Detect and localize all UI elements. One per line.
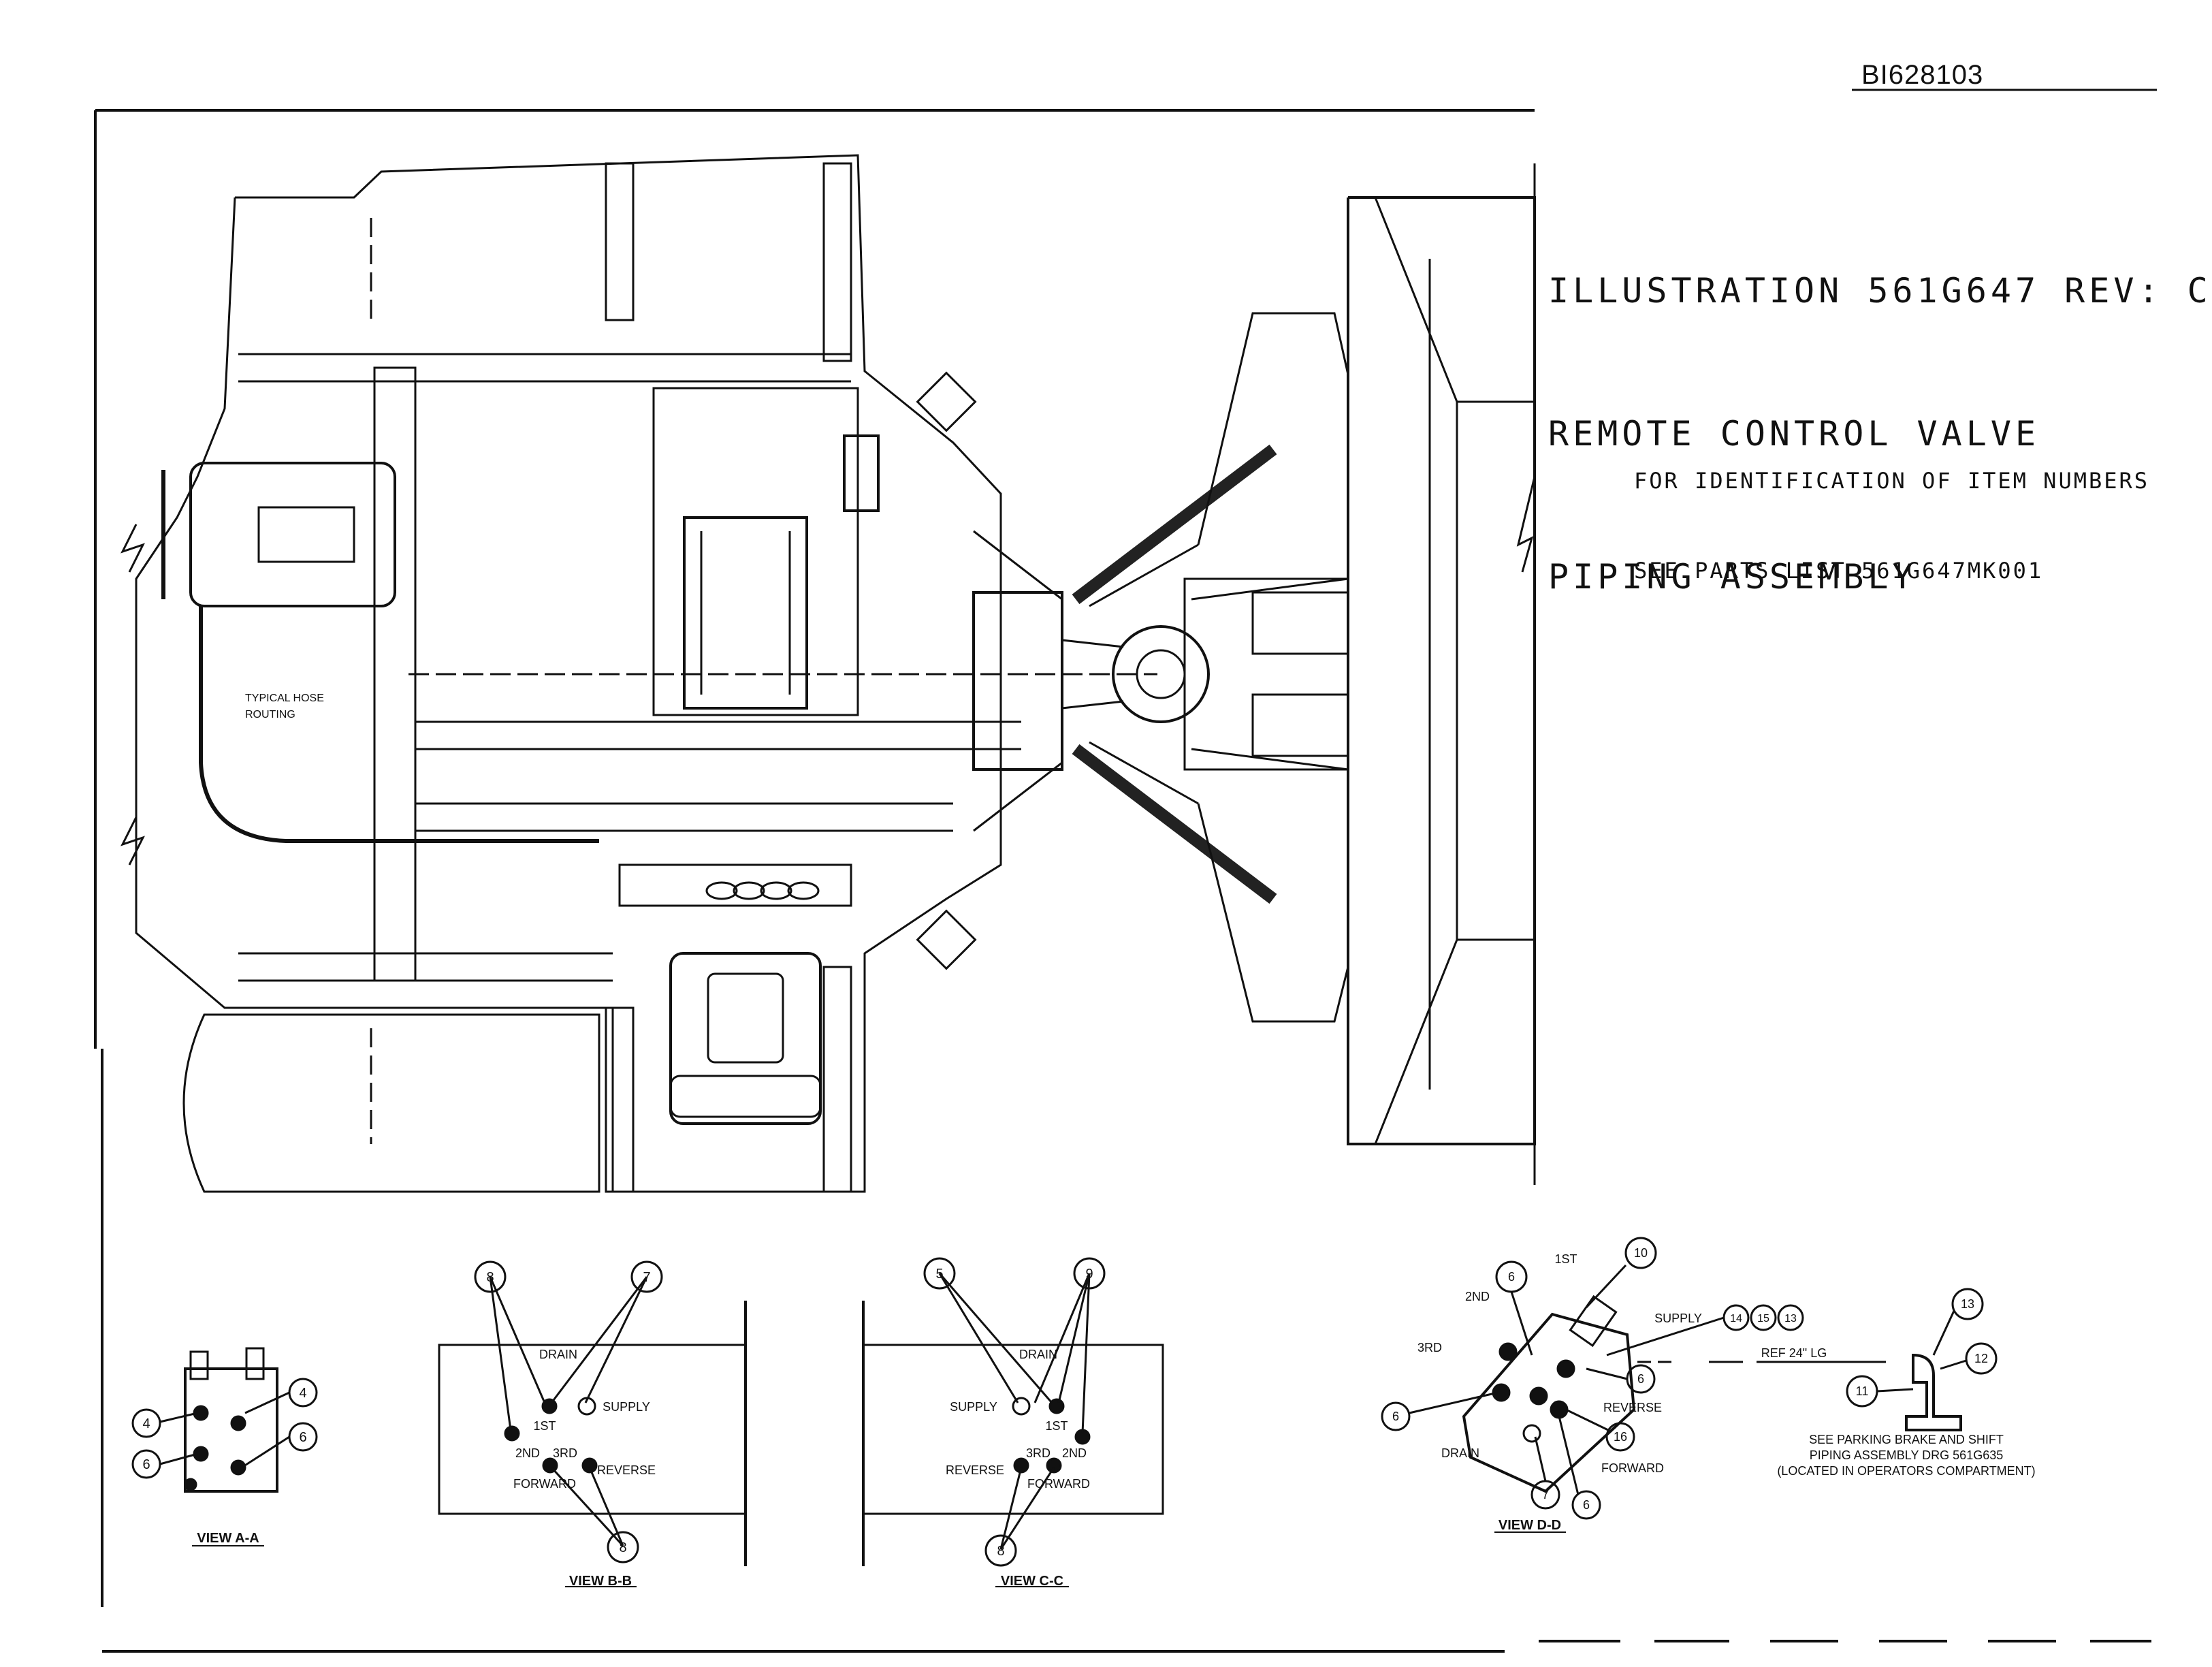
view-d-d [1381,1237,1998,1533]
balloon-c-9 [1073,1257,1106,1290]
balloon-b-label-3: 8 [619,1540,626,1555]
supply-port-c [1012,1397,1031,1416]
title-block: ILLUSTRATION 561G647 REV: C REMOTE CONTR… [1548,172,2212,696]
view-d-reverse: REVERSE [1603,1401,1662,1414]
view-d-forward: FORWARD [1601,1461,1664,1475]
parking-note-line-2: PIPING ASSEMBLY DRG 561G635 [1810,1448,2003,1462]
title-line-2: REMOTE CONTROL VALVE [1548,414,2040,454]
view-b-drain: DRAIN [539,1348,577,1361]
main-machine-view [121,154,1536,1193]
sheet-border [94,89,2157,1653]
balloon-c-label-2: 9 [1085,1267,1093,1282]
view-b-2nd: 2ND [515,1446,540,1460]
view-c-1st: 1ST [1045,1419,1068,1433]
balloon-d-16 [1605,1422,1635,1452]
balloon-a-4-left [131,1408,161,1438]
balloon-c-8 [984,1534,1017,1567]
view-c-supply: SUPPLY [950,1400,997,1414]
view-d-1st: 1ST [1554,1252,1577,1266]
balloon-b-8-top [474,1260,507,1293]
view-a-a [131,1347,318,1546]
parking-note-line-3: (LOCATED IN OPERATORS COMPARTMENT) [1777,1464,2035,1478]
view-c-caption: VIEW C-C [1001,1574,1063,1589]
balloon-b-label-1: 8 [486,1270,494,1285]
fitting-balloon-label-3: 11 [1856,1384,1869,1398]
balloon-d-label-2: 6 [1508,1270,1515,1284]
hose-note-line-1: TYPICAL HOSE [245,693,324,704]
balloon-d-label-10: 6 [1583,1498,1590,1512]
note-line-1: FOR IDENTIFICATION OF ITEM NUMBERS [1634,468,2150,494]
fitting-balloon-label-1: 13 [1961,1297,1974,1311]
balloon-d-6-bottom [1571,1490,1601,1520]
view-a-caption: VIEW A-A [197,1531,259,1546]
balloon-a-label-3: 6 [142,1457,150,1472]
ref-length-label: REF 24" LG [1761,1346,1827,1360]
balloon-d-label-4: 15 [1757,1313,1769,1324]
view-c-c [862,1257,1164,1587]
balloon-a-4-right [288,1378,318,1408]
title-line-1: ILLUSTRATION 561G647 REV: C [1548,271,2212,311]
balloon-d-label-8: 6 [1392,1410,1399,1423]
view-c-drain: DRAIN [1019,1348,1057,1361]
view-c-2nd: 2ND [1062,1446,1087,1460]
view-c-3rd: 3RD [1026,1446,1051,1460]
balloon-d-15 [1750,1304,1777,1331]
hose-note-line-2: ROUTING [245,709,295,720]
view-b-supply: SUPPLY [603,1400,650,1414]
balloon-b-8-bottom [607,1531,639,1563]
balloon-a-6-right [288,1422,318,1452]
note-line-2: SEE PARTS LIST 561G647MK001 [1634,558,2044,584]
balloon-d-label-6: 6 [1637,1372,1644,1386]
balloon-d-label-9: 7 [1542,1488,1549,1502]
balloon-b-7 [630,1260,663,1293]
view-b-3rd: 3RD [553,1446,577,1460]
view-d-2nd: 2ND [1465,1290,1490,1303]
view-b-reverse: REVERSE [597,1463,656,1477]
drawing-id: BI628103 [1861,60,1984,90]
balloon-b-label-2: 7 [643,1270,650,1285]
balloon-a-label-1: 4 [142,1416,150,1431]
view-d-3rd: 3RD [1417,1341,1442,1354]
balloon-a-label-2: 4 [299,1386,306,1401]
view-b-caption: VIEW B-B [569,1574,632,1589]
balloon-c-label-3: 8 [997,1544,1004,1559]
balloon-d-label-5: 13 [1784,1313,1797,1324]
view-c-reverse: REVERSE [946,1463,1004,1477]
balloon-d-13 [1777,1304,1804,1331]
title-line-3: PIPING ASSEMBLY [1548,557,1917,597]
parking-note-line-1: SEE PARKING BRAKE AND SHIFT [1809,1433,2004,1446]
drawing-sheet: BI628103 ILLUSTRATION 561G647 REV: C REM… [94,60,2208,1653]
view-c-forward: FORWARD [1027,1477,1090,1491]
fitting-balloon-label-2: 12 [1974,1352,1988,1365]
balloon-d-label-7: 16 [1614,1430,1627,1444]
balloon-c-5 [923,1257,956,1290]
balloon-a-label-4: 6 [299,1430,306,1445]
balloon-d-10 [1624,1237,1657,1269]
view-b-b [438,1260,747,1587]
parts-list-note: FOR IDENTIFICATION OF ITEM NUMBERS SEE P… [1634,406,2149,646]
balloon-a-6-left [131,1449,161,1479]
view-b-forward: FORWARD [513,1477,576,1491]
drawing-canvas: TYPICAL HOSE ROUTING 4 4 6 6 [94,89,2157,1653]
balloon-d-fitting-12 [1965,1342,1998,1375]
view-d-supply: SUPPLY [1654,1312,1702,1325]
balloon-c-label-1: 5 [935,1267,943,1282]
view-b-1st: 1ST [533,1419,556,1433]
balloon-d-label-3: 14 [1730,1313,1742,1324]
balloon-d-label-1: 10 [1634,1246,1648,1260]
balloon-d-6-left [1381,1401,1411,1431]
view-d-drain: DRAIN [1441,1446,1479,1460]
balloon-d-fitting-13 [1951,1288,1984,1320]
view-d-caption: VIEW D-D [1498,1518,1561,1533]
